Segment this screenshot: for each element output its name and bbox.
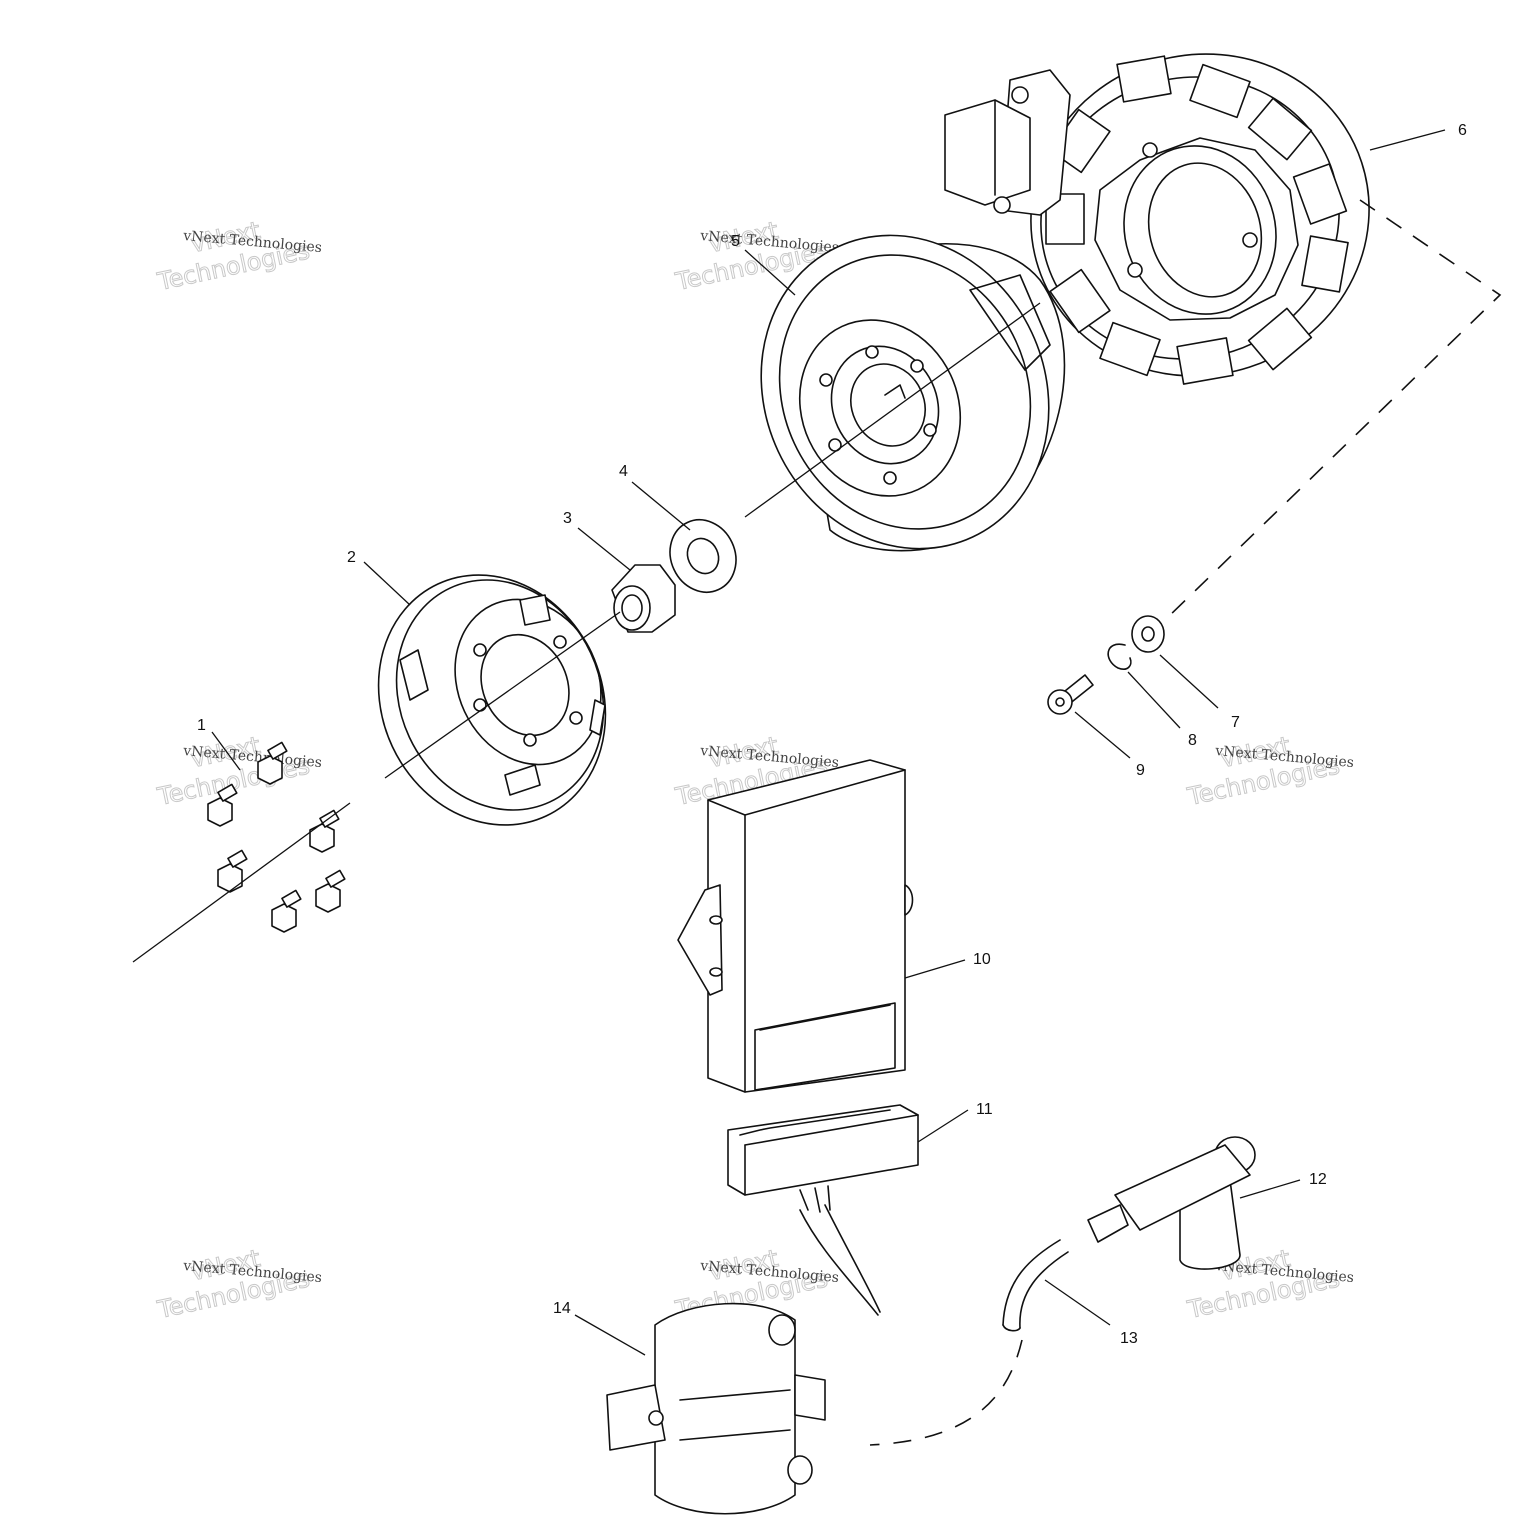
callout-3: 3 [563, 510, 572, 527]
assembly-lines [132, 199, 1502, 1446]
leader-lines [211, 129, 1446, 1356]
part-stator-screw-set [1047, 615, 1165, 715]
callout-14: 14 [553, 1300, 571, 1317]
part-cdi-box [677, 759, 914, 1093]
callout-10: 10 [973, 951, 991, 968]
bolt [217, 849, 248, 893]
bolt [207, 783, 238, 827]
bolt [309, 809, 340, 853]
callouts: 1 2 3 4 5 6 7 8 9 10 11 12 13 14 [197, 122, 1467, 1347]
part-stator [944, 53, 1370, 385]
bolt [315, 869, 346, 913]
callout-12: 12 [1309, 1171, 1327, 1188]
part-washer [669, 519, 737, 593]
callout-6: 6 [1458, 122, 1467, 139]
part-flywheel [760, 234, 1066, 552]
bolt [271, 889, 302, 933]
part-ht-lead [1002, 1239, 1069, 1332]
callout-2: 2 [347, 549, 356, 566]
callout-1: 1 [197, 717, 206, 734]
callout-11: 11 [976, 1101, 993, 1118]
callout-7: 7 [1231, 714, 1240, 731]
callout-4: 4 [619, 463, 628, 480]
callout-5: 5 [731, 233, 740, 250]
part-nut [611, 564, 676, 633]
callout-8: 8 [1188, 732, 1197, 749]
part-connector [727, 1104, 919, 1316]
part-ignition-coil [606, 1302, 826, 1515]
part-starter-cup [377, 574, 607, 826]
part-bolts [207, 741, 346, 933]
callout-13: 13 [1120, 1330, 1138, 1347]
bolt [257, 741, 288, 785]
part-spark-plug-cap [1087, 1136, 1256, 1270]
callout-9: 9 [1136, 762, 1145, 779]
